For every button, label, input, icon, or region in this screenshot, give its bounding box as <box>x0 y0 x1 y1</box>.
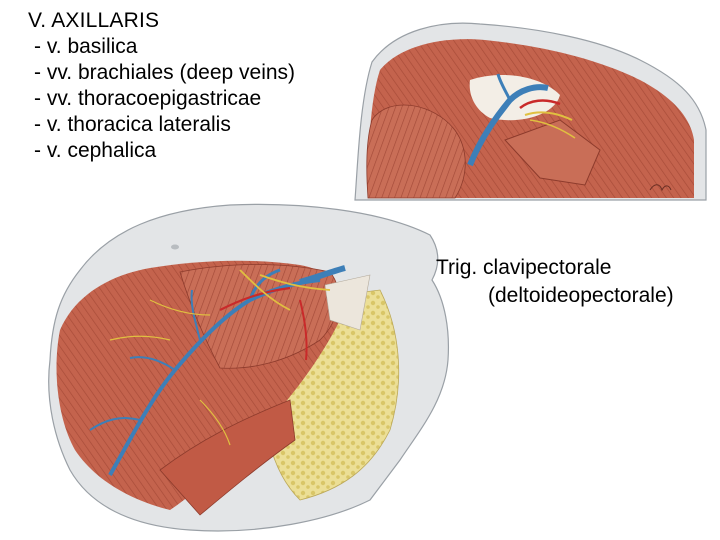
caption: Trig. clavipectorale (deltoideopectorale… <box>436 254 674 310</box>
caption-line-2: (deltoideopectorale) <box>488 284 674 307</box>
anatomy-illustration-thorax <box>48 203 449 532</box>
title-block: V. AXILLARIS v. basilica vv. brachiales … <box>28 8 295 164</box>
vein-item-thoracica-lateralis: v. thoracica lateralis <box>28 112 295 138</box>
caption-line-1: Trig. clavipectorale <box>436 256 612 279</box>
vein-item-brachiales: vv. brachiales (deep veins) <box>28 60 295 86</box>
vein-item-cephalica: v. cephalica <box>28 138 295 164</box>
vein-item-basilica: v. basilica <box>28 34 295 60</box>
anatomy-illustration-shoulder <box>354 22 707 201</box>
slide-title: V. AXILLARIS <box>28 9 160 32</box>
vein-list: v. basilica vv. brachiales (deep veins) … <box>28 34 295 164</box>
vein-item-thoracoepigastricae: vv. thoracoepigastricae <box>28 86 295 112</box>
